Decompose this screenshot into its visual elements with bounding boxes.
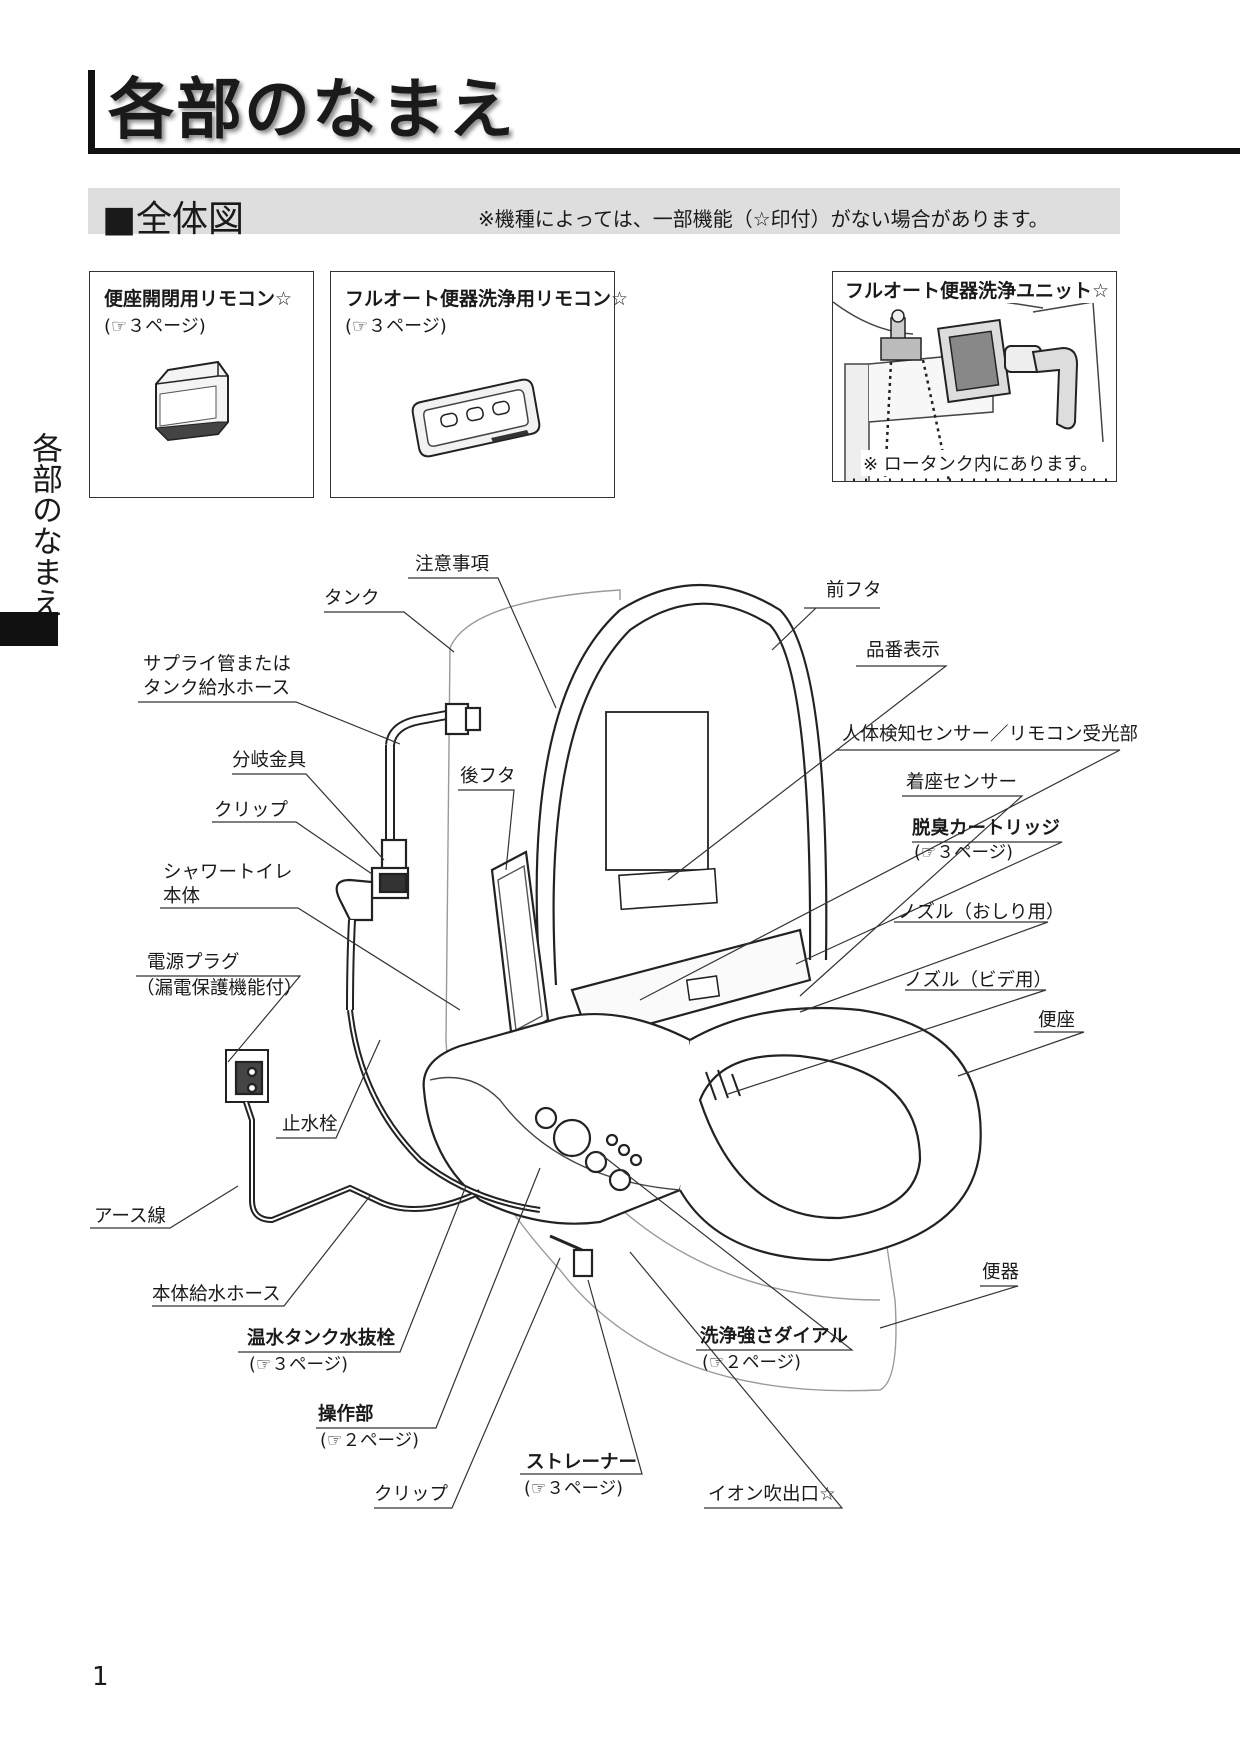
label-control-panel: 操作部 <box>318 1404 374 1425</box>
label-clip-upper: クリップ <box>214 800 289 821</box>
page-title: 各部のなまえ <box>108 71 516 148</box>
inset-flush-remote-title: フルオート便器洗浄用リモコン☆ <box>345 288 629 310</box>
label-supply-line-1: サプライ管または <box>143 654 292 675</box>
label-model-display: 品番表示 <box>866 640 941 661</box>
inset-seat-remote-ref: (☞３ページ) <box>104 316 206 337</box>
title-accent-bar <box>88 70 95 154</box>
label-earth-wire: アース線 <box>94 1206 166 1227</box>
label-rear-lid: 後フタ <box>460 766 516 787</box>
label-power-plug-sub: （漏電保護機能付） <box>136 978 303 999</box>
flush-remote-illustration <box>411 378 541 458</box>
label-seat: 便座 <box>1038 1010 1076 1031</box>
inset-flush-unit-title: フルオート便器洗浄ユニット☆ <box>843 276 1112 303</box>
seat-remote-illustration <box>154 360 230 442</box>
page-number: 1 <box>92 1662 109 1692</box>
inset-flush-unit-note: ※ ロータンク内にあります。 <box>861 450 1101 476</box>
label-shower-toilet-2: 本体 <box>163 886 201 907</box>
label-drain-plug: 温水タンク水抜栓 <box>247 1328 396 1349</box>
label-strainer: ストレーナー <box>526 1452 638 1473</box>
title-underline <box>88 148 1240 154</box>
section-note: ※機種によっては、一部機能（☆印付）がない場合があります。 <box>478 207 1049 231</box>
label-tank: タンク <box>324 588 380 609</box>
label-nozzle-bottom: ノズル（おしり用） <box>898 902 1065 923</box>
label-deodorizer: 脱臭カートリッジ <box>912 818 1061 839</box>
ref-wash-dial: (☞２ページ) <box>702 1353 801 1373</box>
label-caution: 注意事項 <box>415 554 490 575</box>
section-title: ■全体図 <box>102 199 245 240</box>
inset-flush-remote-ref: (☞３ページ) <box>345 316 447 337</box>
ref-drain-plug: (☞３ページ) <box>249 1355 348 1375</box>
label-power-plug: 電源プラグ <box>147 952 240 973</box>
label-clip-lower: クリップ <box>374 1484 449 1505</box>
label-wash-dial: 洗浄強さダイアル <box>700 1326 848 1347</box>
ref-strainer: (☞３ページ) <box>524 1479 623 1499</box>
ref-control-panel: (☞２ページ) <box>320 1431 419 1451</box>
ref-deodorizer: (☞３ページ) <box>914 843 1013 863</box>
label-bowl: 便器 <box>982 1262 1020 1283</box>
label-nozzle-bidet: ノズル（ビデ用） <box>904 970 1053 991</box>
label-seat-sensor: 着座センサー <box>906 772 1018 793</box>
inset-flush-remote: フルオート便器洗浄用リモコン☆ (☞３ページ) <box>330 271 628 498</box>
inset-seat-remote-title: 便座開閉用リモコン☆ <box>104 288 293 310</box>
section-band <box>88 188 1120 234</box>
label-sensor: 人体検知センサー／リモコン受光部 <box>842 724 1139 745</box>
label-shower-toilet-1: シャワートイレ <box>163 862 293 883</box>
side-tab-label: 各部のなまえ <box>26 432 62 618</box>
label-ion-outlet: イオン吹出口☆ <box>708 1484 836 1505</box>
inset-seat-remote: 便座開閉用リモコン☆ (☞３ページ) <box>89 271 314 498</box>
inset-flush-unit: フルオート便器洗浄ユニット☆ ※ ロータンク内にあります。 <box>832 271 1117 482</box>
side-tab-marker <box>0 612 58 646</box>
label-supply-line-2: タンク給水ホース <box>143 678 291 699</box>
label-front-lid: 前フタ <box>826 580 882 601</box>
label-stop-valve: 止水栓 <box>282 1114 338 1135</box>
label-branch-fitting: 分岐金具 <box>232 750 307 771</box>
label-main-hose: 本体給水ホース <box>152 1284 281 1305</box>
flush-unit-illustration <box>833 279 1113 481</box>
